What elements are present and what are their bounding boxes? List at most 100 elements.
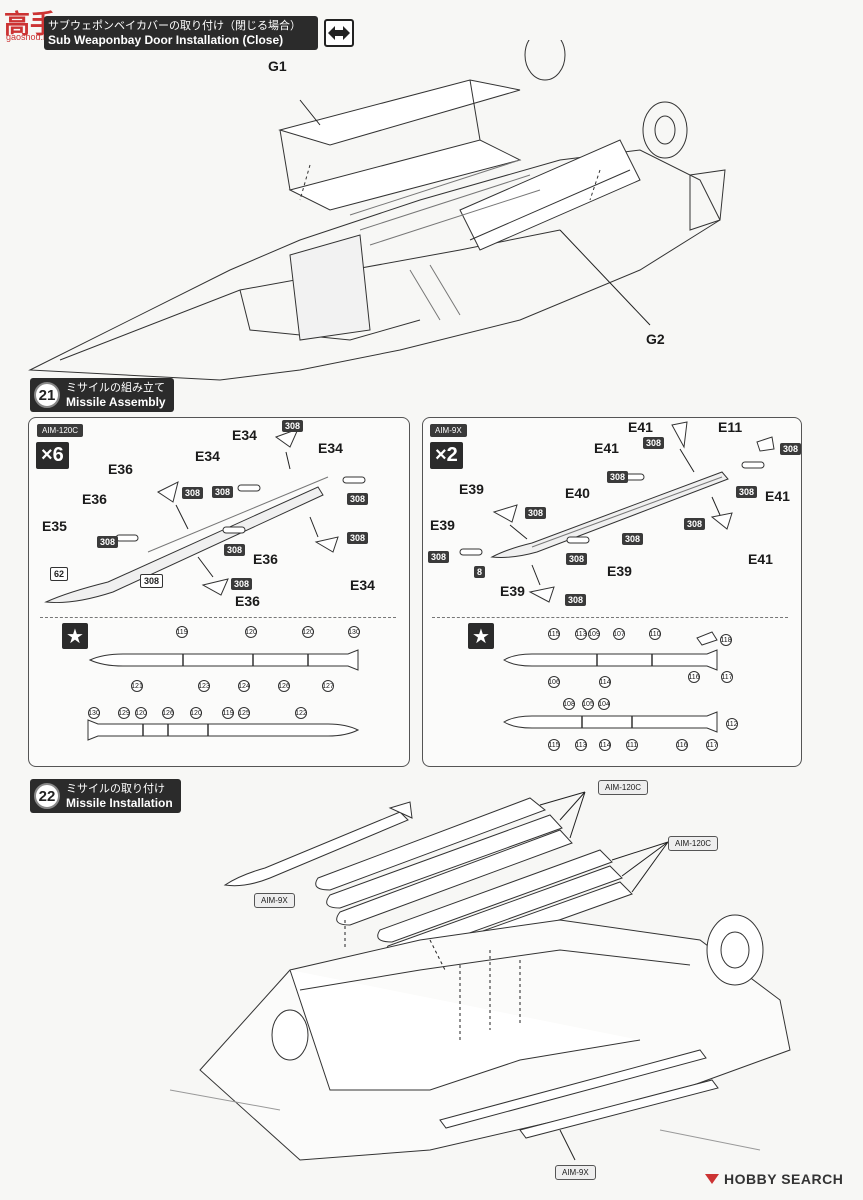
step22-header: 22 ミサイルの取り付け Missile Installation (30, 779, 181, 813)
decal-125: 125 (238, 707, 250, 719)
part-e36-label-1: E36 (108, 461, 133, 477)
decal-130: 130 (348, 626, 360, 638)
part-e36-label-4: E36 (235, 593, 260, 609)
step20-title-en: Sub Weaponbay Door Installation (Close) (48, 33, 284, 47)
decal-110: 110 (649, 628, 661, 640)
part-e39-label-2: E39 (430, 517, 455, 533)
decal-122: 122 (295, 707, 307, 719)
decal-114: 114 (599, 739, 611, 751)
aim120c-divider (40, 617, 396, 618)
decal-130: 130 (88, 707, 100, 719)
paint-62: 62 (50, 567, 69, 581)
decal-113: 113 (575, 628, 587, 640)
part-g2-label: G2 (646, 331, 665, 347)
decal-127: 127 (322, 680, 334, 692)
paint-308: 308 (347, 493, 369, 505)
part-e39-label-4: E39 (500, 583, 525, 599)
part-e11-label: E11 (718, 419, 743, 435)
open-close-arrow-icon (324, 19, 354, 47)
paint-308-light: 308 (140, 574, 164, 588)
part-e41-label-4: E41 (748, 551, 773, 567)
step21-title-jp: ミサイルの組み立て (66, 381, 165, 394)
decal-115: 115 (548, 739, 560, 751)
decal-119: 119 (222, 707, 234, 719)
decal-117: 117 (721, 671, 733, 683)
paint-308: 308 (607, 471, 629, 483)
decal-105: 105 (582, 698, 594, 710)
part-e36-label-3: E36 (253, 551, 278, 567)
step20-title-jp: サブウェポンベイカバーの取り付け（閉じる場合） (48, 19, 301, 32)
paint-308: 308 (780, 443, 802, 455)
paint-308: 308 (428, 551, 450, 563)
aim9x-tag: AIM-9X (430, 424, 467, 437)
decal-109: 109 (588, 628, 600, 640)
paint-8: 8 (474, 566, 486, 578)
step22-drawing (169, 791, 791, 1161)
decal-120: 120 (302, 626, 314, 638)
decal-star-icon: ★ (468, 623, 494, 649)
aim120c-drawing (44, 428, 366, 604)
footer-brand-text: HOBBY SEARCH (724, 1171, 844, 1187)
decal-126: 126 (162, 707, 174, 719)
decal-116: 116 (688, 671, 700, 683)
decal-120: 120 (190, 707, 202, 719)
decal-120: 120 (245, 626, 257, 638)
part-e34-label-2: E34 (195, 448, 220, 464)
part-e39-label-1: E39 (459, 481, 484, 497)
step21-header: 21 ミサイルの組み立て Missile Assembly (30, 378, 174, 412)
aim9x-decal-drawing (503, 631, 718, 733)
paint-308: 308 (212, 486, 234, 498)
aim120c-tag: AIM-120C (37, 424, 84, 437)
decal-104: 104 (598, 698, 610, 710)
part-e40-label: E40 (565, 485, 590, 501)
step22-number: 22 (34, 783, 60, 809)
step21-number: 21 (34, 382, 60, 408)
watermark-sub: gaoshou.net (6, 32, 56, 42)
part-e39-label-3: E39 (607, 563, 632, 579)
callout-aim120c-lower: AIM-120C (668, 836, 719, 851)
decal-111: 111 (626, 739, 638, 751)
paint-308: 308 (182, 487, 204, 499)
decal-106: 106 (548, 676, 560, 688)
step21-title-en: Missile Assembly (66, 395, 166, 409)
decal-121: 121 (131, 680, 143, 692)
decal-117: 117 (706, 739, 718, 751)
paint-308: 308 (565, 594, 587, 606)
step22-title-en: Missile Installation (66, 796, 173, 810)
callout-aim9x-left: AIM-9X (254, 893, 295, 908)
callout-aim9x-bottom: AIM-9X (555, 1165, 596, 1180)
part-g1-label: G1 (268, 58, 287, 74)
part-e36-label-2: E36 (82, 491, 107, 507)
paint-308: 308 (643, 437, 665, 449)
decal-114: 114 (599, 676, 611, 688)
step20-drawing (28, 40, 726, 381)
decal-116: 116 (676, 739, 688, 751)
paint-308: 308 (622, 533, 644, 545)
part-e34-label-1: E34 (232, 427, 257, 443)
decal-115: 115 (548, 628, 560, 640)
paint-308: 308 (97, 536, 119, 548)
decal-126: 126 (278, 680, 290, 692)
part-e41-label-1: E41 (628, 419, 653, 435)
part-e34-label-3: E34 (318, 440, 343, 456)
decal-120: 120 (135, 707, 147, 719)
hobby-search-logo-icon (705, 1174, 719, 1184)
aim9x-multiplier: ×2 (430, 442, 463, 469)
part-e34-label-4: E34 (350, 577, 375, 593)
aim120c-multiplier: ×6 (36, 442, 69, 469)
paint-308: 308 (684, 518, 706, 530)
decal-107: 107 (613, 628, 625, 640)
decal-129: 129 (118, 707, 130, 719)
step22-title-jp: ミサイルの取り付け (66, 782, 165, 795)
part-e35-label: E35 (42, 518, 67, 534)
decal-112: 112 (726, 718, 738, 730)
decal-118: 118 (720, 634, 732, 646)
decal-123: 123 (198, 680, 210, 692)
decal-113: 113 (575, 739, 587, 751)
paint-308: 308 (566, 553, 588, 565)
decal-star-icon: ★ (62, 623, 88, 649)
footer-brand: HOBBY SEARCH (704, 1171, 843, 1187)
paint-308: 308 (347, 532, 369, 544)
paint-308: 308 (224, 544, 246, 556)
paint-308: 308 (525, 507, 547, 519)
